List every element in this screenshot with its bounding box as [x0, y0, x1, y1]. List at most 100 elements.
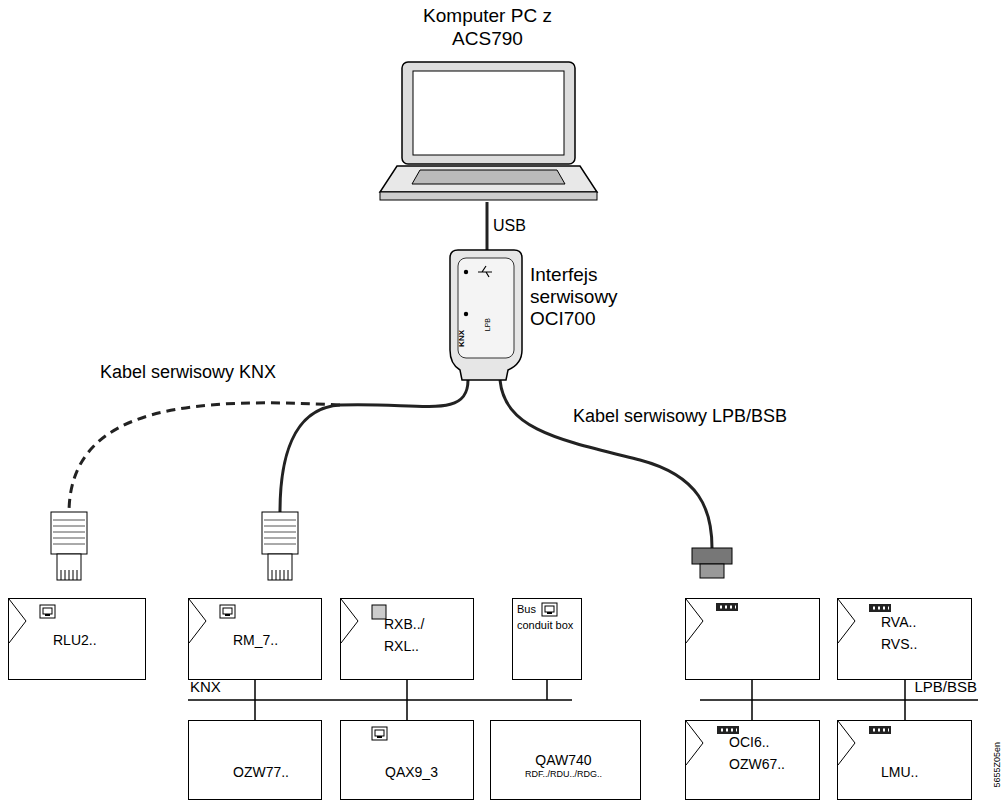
- port-marking: KNX: [457, 330, 467, 347]
- drawing-part: [61, 570, 77, 580]
- drawing-part: [700, 564, 724, 578]
- drawing-part: [686, 721, 703, 765]
- device-name: OCI6.. OZW67..: [729, 731, 799, 775]
- drawing-part: [43, 608, 52, 614]
- text-holder: RM_7..: [233, 629, 319, 651]
- device-box: OZW77..: [188, 720, 322, 800]
- port-marking: LPB: [484, 318, 492, 331]
- drawing-part: [53, 520, 85, 544]
- text-holder: Bus conduit box: [517, 602, 579, 632]
- bus-label: KNX: [190, 678, 221, 696]
- device-name: QAX9_3: [385, 761, 471, 783]
- drawing-part: [69, 403, 340, 512]
- drawing-part: [220, 605, 235, 618]
- drawing-part: [545, 606, 554, 612]
- text-holder: OZW77..: [233, 761, 319, 783]
- drawing-part: [721, 729, 737, 732]
- drawing-part: [40, 605, 55, 618]
- drawing-part: [838, 721, 855, 765]
- node-graphic: [838, 721, 973, 801]
- drawing-part: [377, 736, 382, 738]
- drawing-part: [686, 599, 820, 680]
- drawing-part: [686, 599, 703, 643]
- device-name: RDF../RDU../RDG..: [491, 769, 636, 781]
- drawing-part: [717, 726, 739, 734]
- drawing-part: [268, 554, 292, 580]
- drawing-part: [9, 599, 26, 643]
- device-box: LMU..: [837, 720, 972, 800]
- device-box: QAW740RDF../RDU../RDG..: [490, 720, 641, 800]
- text-holder: RVA.. RVS..: [881, 611, 941, 655]
- drawing-part: [280, 380, 468, 512]
- drawing-part: [51, 512, 87, 554]
- drawing-part: [869, 604, 891, 612]
- drawing-part: [255, 680, 905, 720]
- text-holder: OCI6.. OZW67..: [729, 731, 799, 775]
- device-name: QAW740: [491, 751, 636, 769]
- drawing-part: [720, 606, 736, 609]
- drawing-part: [542, 603, 557, 616]
- drawing-part: [188, 699, 572, 701]
- cable-label: Kabel serwisowy LPB/BSB: [573, 406, 787, 428]
- node-graphic: [189, 721, 323, 801]
- drawing-part: [380, 192, 597, 200]
- drawing-part: [57, 554, 81, 580]
- cable-label: Kabel serwisowy KNX: [100, 362, 276, 384]
- interface-label: Interfejs serwisowy OCI700: [530, 264, 650, 330]
- drawing-part: [262, 512, 298, 554]
- drawing-part: [700, 699, 978, 701]
- drawing-part: [262, 512, 298, 580]
- drawing-part: [223, 608, 232, 614]
- device-box: RLU2..: [8, 598, 146, 680]
- drawing-part: [869, 726, 891, 734]
- drawing-part: [547, 612, 552, 614]
- interface-node: Interfejs serwisowy OCI700: [448, 250, 648, 390]
- device-name: RVA.. RVS..: [881, 611, 941, 655]
- drawing-part: [51, 512, 87, 580]
- device-box: RXB../ RXL..: [340, 598, 474, 680]
- drawing-part: [838, 599, 855, 643]
- drawing-part: [716, 603, 738, 611]
- drawing-part: [873, 607, 889, 610]
- drawing-part: [873, 729, 889, 732]
- device-name: OZW77..: [233, 761, 319, 783]
- drawing-part: [464, 312, 468, 316]
- drawing-part: [341, 599, 358, 643]
- drawing-part: [500, 380, 712, 548]
- rj45-icon: [541, 602, 579, 618]
- device-box: OCI6.. OZW67..: [685, 720, 820, 800]
- drawing-part: [692, 548, 732, 578]
- drawing-part: [450, 250, 522, 380]
- text-holder: RXB../ RXL..: [384, 613, 444, 657]
- drawing-number: 5655Z05en: [992, 742, 1003, 788]
- text-holder: QAW740RDF../RDU../RDG..: [491, 751, 636, 781]
- drawing-part: [402, 62, 575, 164]
- drawing-part: [464, 270, 468, 274]
- drawing-part: [372, 605, 386, 619]
- drawing-part: [375, 730, 384, 736]
- drawing-part: [264, 520, 296, 544]
- edge-label: USB: [491, 216, 528, 235]
- text-holder: QAX9_3: [385, 761, 471, 783]
- device-box: QAX9_3: [340, 720, 474, 800]
- computer-node: Komputer PC z ACS790: [375, 4, 605, 202]
- device-name: RM_7..: [233, 629, 319, 651]
- text-holder: RLU2..: [53, 629, 143, 651]
- drawing-part: [413, 71, 564, 155]
- drawing-part: [458, 258, 514, 358]
- drawing-part: [272, 570, 288, 580]
- text-holder: LMU..: [881, 761, 967, 783]
- drawing-part: [412, 170, 565, 184]
- device-box: RM_7..: [188, 598, 322, 680]
- drawing-part: [372, 727, 387, 740]
- drawing-part: [45, 614, 50, 616]
- device-name: LMU..: [881, 761, 967, 783]
- drawing-part: [380, 166, 597, 192]
- device-name: RLU2..: [53, 629, 143, 651]
- device-box: RVA.. RVS..: [837, 598, 972, 680]
- drawing-part: [478, 266, 492, 277]
- drawing-part: [225, 614, 230, 616]
- text-holder: Komputer PC z ACS790: [375, 4, 600, 50]
- device-box: Bus conduit box: [512, 598, 582, 680]
